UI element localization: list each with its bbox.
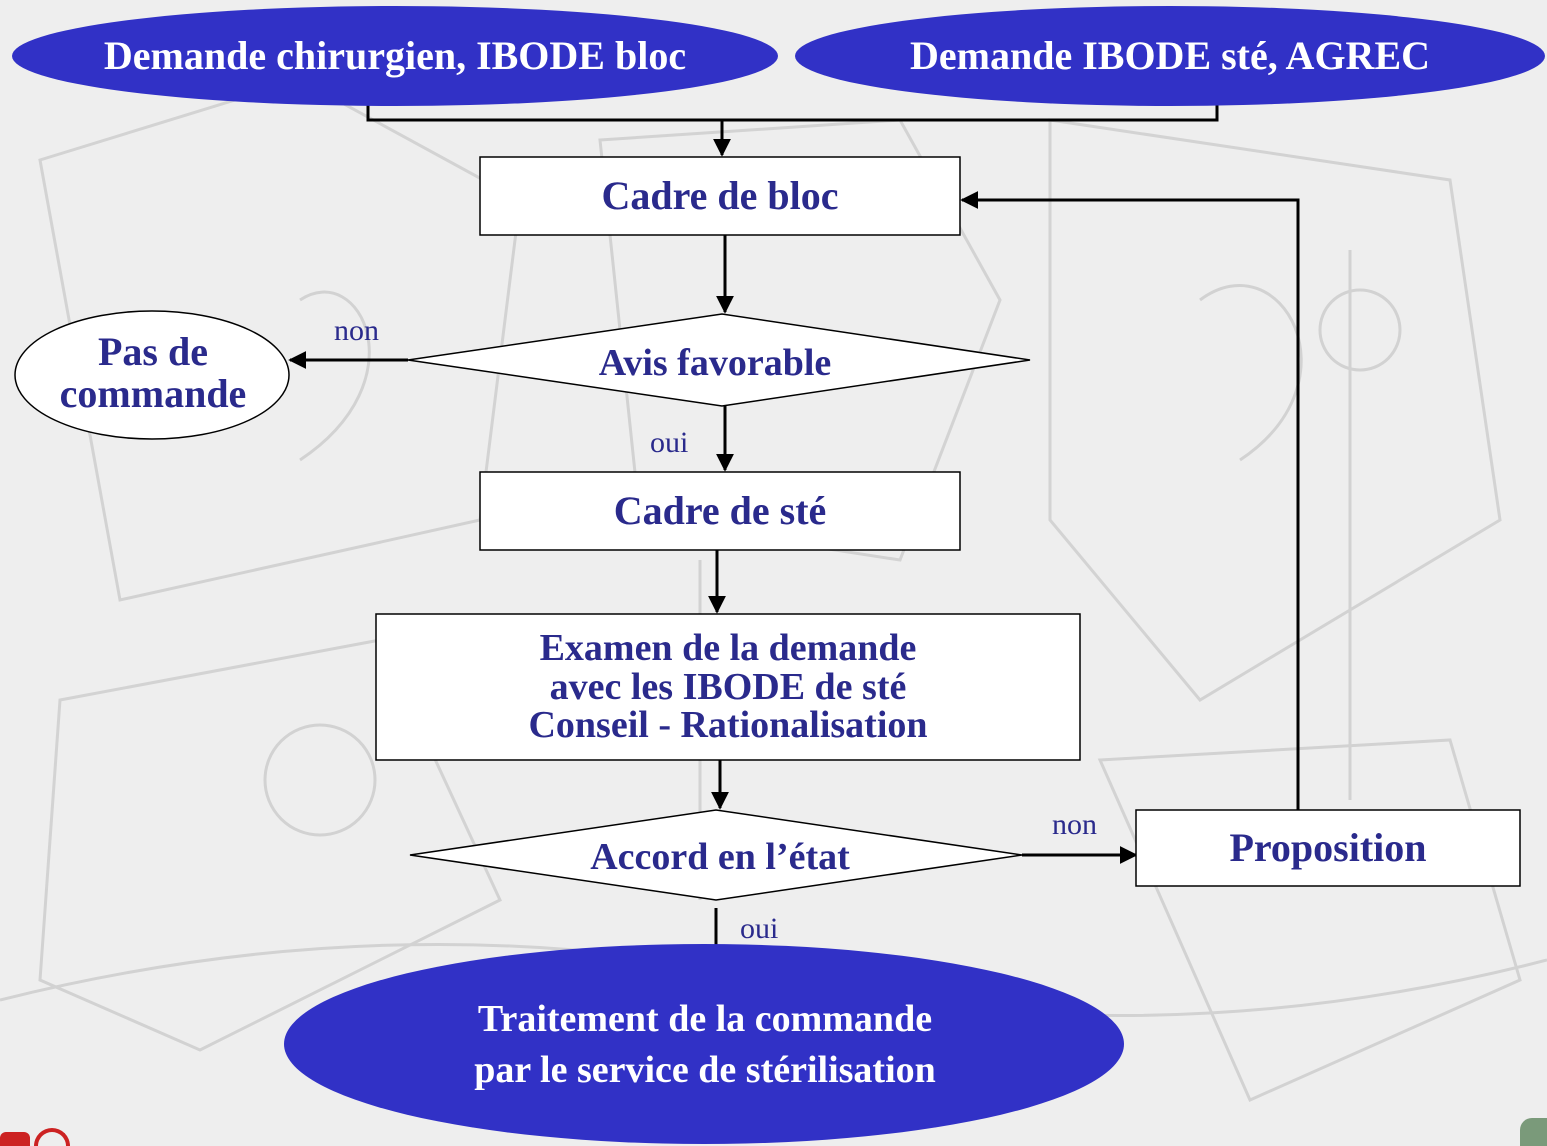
pas-de-commande-line-1: Pas de xyxy=(98,329,208,374)
examen-box xyxy=(375,613,1081,761)
traitement-ellipse xyxy=(284,944,1124,1144)
bottom-right-logo-fragment xyxy=(1520,1118,1547,1146)
avis-favorable-label: Avis favorable xyxy=(598,342,832,385)
avis-non-label: non xyxy=(334,314,379,347)
examen-line-2: avec les IBODE de sté xyxy=(549,665,907,708)
accord-oui-label: oui xyxy=(740,912,779,945)
demande-ibode-ellipse xyxy=(795,6,1545,106)
proposition-label: Proposition xyxy=(1229,825,1427,870)
cadre-bloc-box xyxy=(479,156,961,236)
traitement-label: Traitement de la commande par le service… xyxy=(330,990,1080,1100)
pas-de-commande-ellipse xyxy=(14,310,290,440)
demande-chirurgien-ellipse xyxy=(12,6,778,106)
connector-top-merge xyxy=(366,100,1219,122)
traitement-line-2: par le service de stérilisation xyxy=(474,1049,936,1091)
examen-label: Examen de la demande avec les IBODE de s… xyxy=(376,614,1080,760)
avis-favorable-diamond xyxy=(407,313,1031,407)
pas-de-commande-label: Pas de commande xyxy=(20,318,286,428)
examen-line-1: Examen de la demande xyxy=(539,626,917,669)
demande-ibode-label: Demande IBODE sté, AGREC xyxy=(909,33,1431,78)
bottom-left-logo-fragment xyxy=(0,1126,70,1146)
avis-oui-label: oui xyxy=(650,426,689,459)
traitement-line-1: Traitement de la commande xyxy=(477,997,933,1040)
accord-label: Accord en l’état xyxy=(590,836,850,879)
proposition-box xyxy=(1135,809,1521,887)
accord-non-label: non xyxy=(1052,808,1097,841)
examen-line-3: Conseil - Rationalisation xyxy=(528,704,928,747)
cadre-bloc-label: Cadre de bloc xyxy=(601,173,839,218)
cadre-ste-label: Cadre de sté xyxy=(613,488,827,533)
cadre-ste-box xyxy=(479,471,961,551)
pas-de-commande-line-2: commande xyxy=(59,371,247,416)
connector-proposition-to-cadre-bloc xyxy=(960,191,1300,810)
demande-chirurgien-label: Demande chirurgien, IBODE bloc xyxy=(103,33,687,78)
